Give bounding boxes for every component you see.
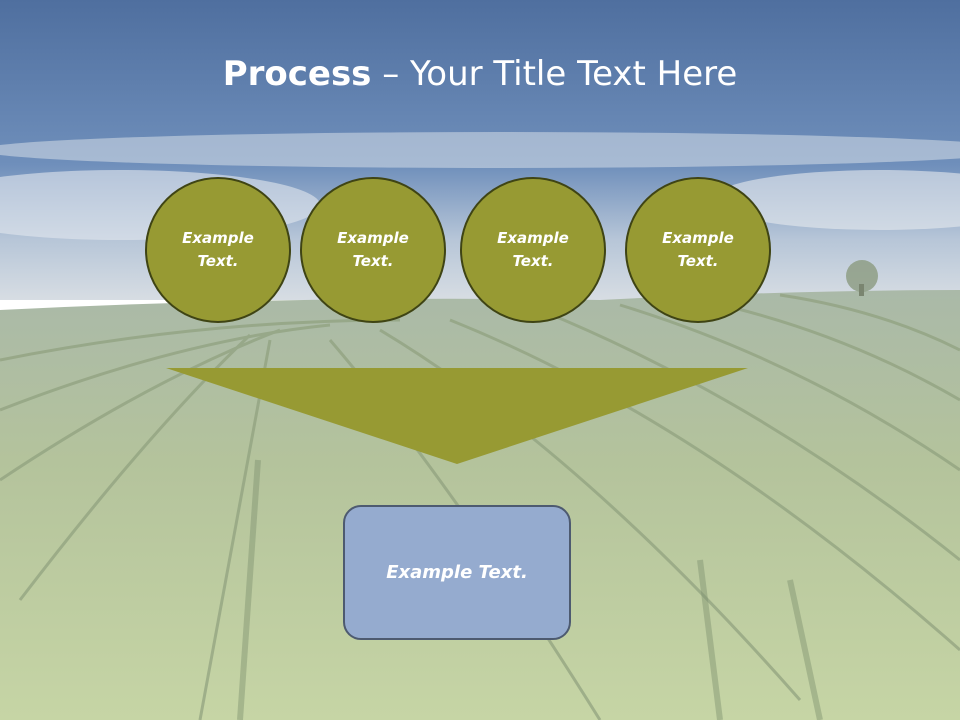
step-label-1: Example Text. <box>182 229 254 270</box>
result-label: Example Text. <box>386 562 528 583</box>
title-bold: Process <box>222 54 372 94</box>
step-label-3: Example Text. <box>497 229 569 270</box>
result-box[interactable]: Example Text. <box>343 505 571 640</box>
step-circle-2[interactable]: Example Text. <box>300 177 446 323</box>
step-circle-1[interactable]: Example Text. <box>145 177 291 323</box>
step-label-4: Example Text. <box>662 229 734 270</box>
page-title: Process – Your Title Text Here <box>0 52 960 96</box>
step-circle-4[interactable]: Example Text. <box>625 177 771 323</box>
step-circle-3[interactable]: Example Text. <box>460 177 606 323</box>
step-label-2: Example Text. <box>337 229 409 270</box>
funnel-arrow <box>166 368 748 464</box>
title-rest: – Your Title Text Here <box>371 54 738 94</box>
